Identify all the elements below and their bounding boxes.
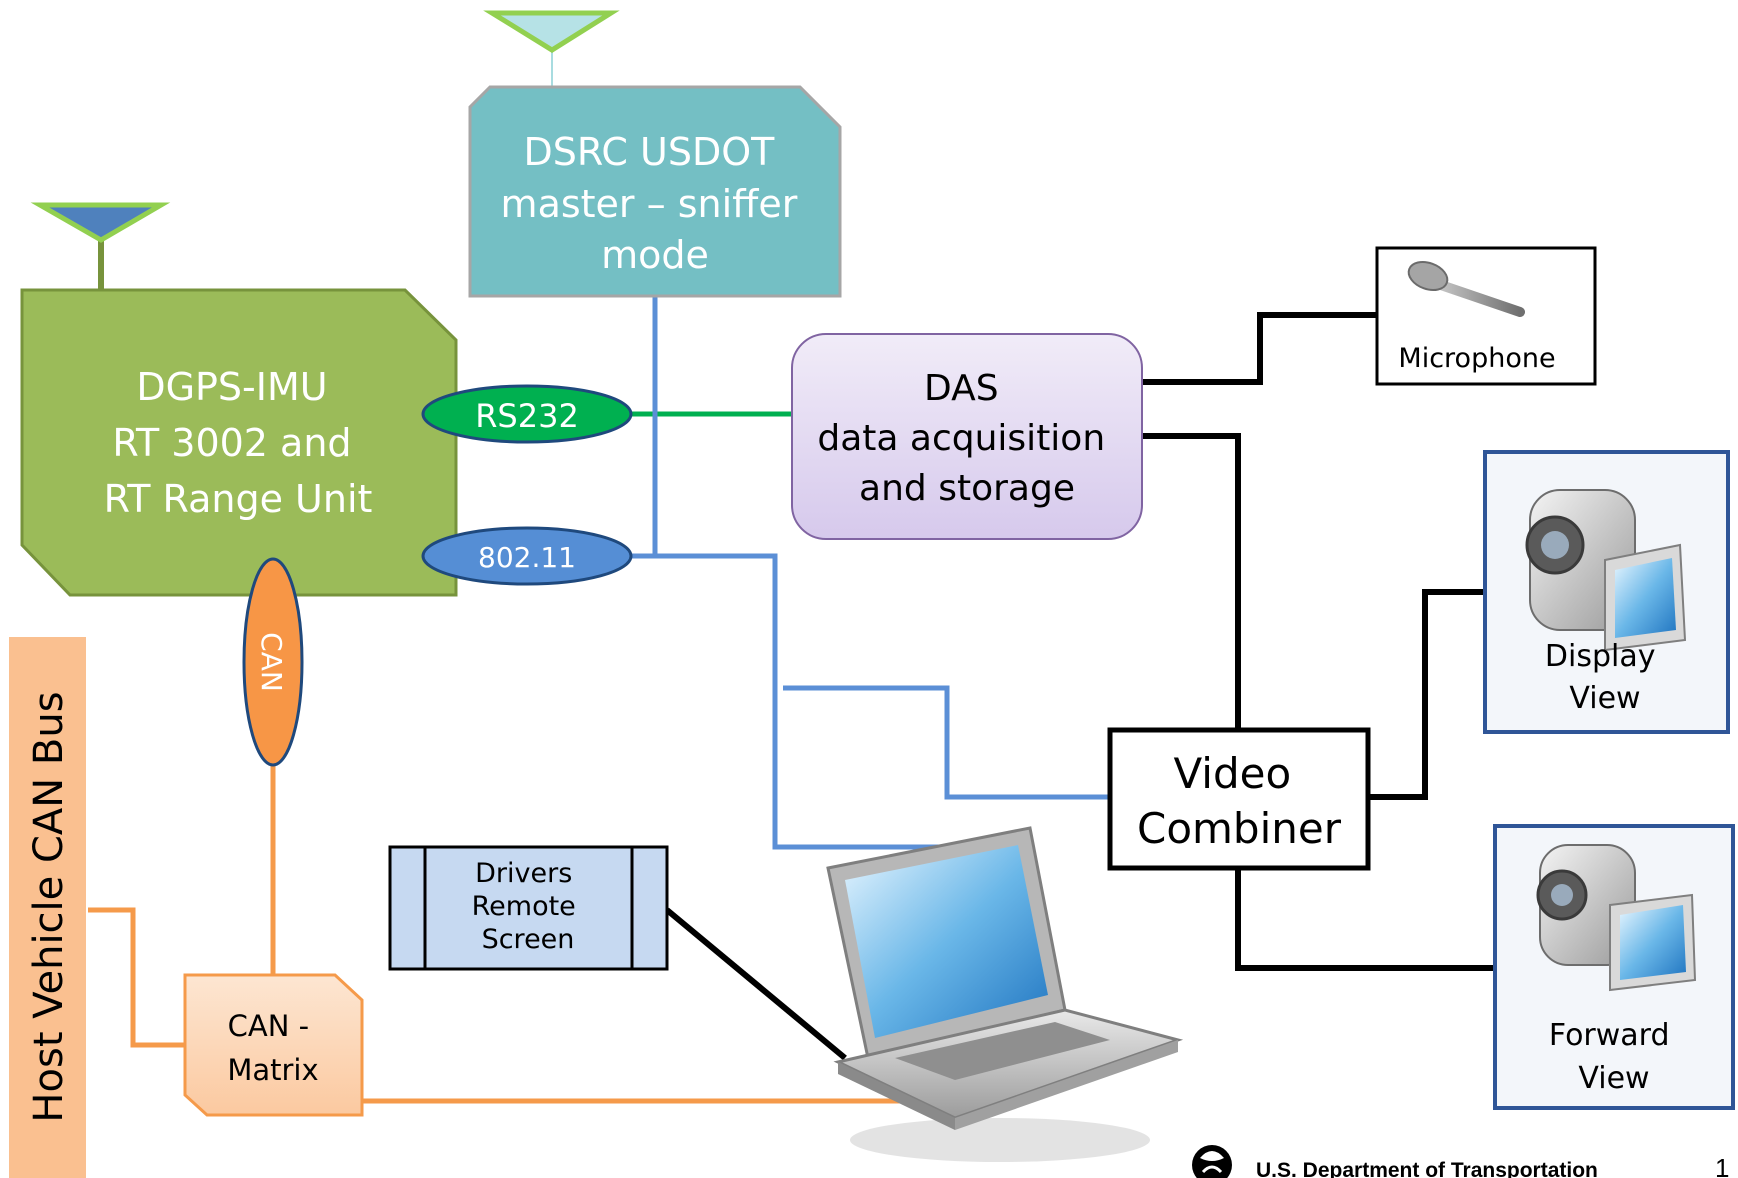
video-combiner: Video Combiner (1107, 727, 1371, 871)
dgps-label-2: RT 3002 and (112, 421, 351, 465)
video-combiner-label-2: Combiner (1137, 804, 1342, 853)
can-matrix: CAN - Matrix (183, 973, 364, 1117)
das-video-wire (1142, 433, 1241, 730)
drivers-screen-label-3: Screen (482, 924, 575, 955)
usdot-logo-icon (1192, 1145, 1232, 1178)
dgps-unit: DGPS-IMU RT 3002 and RT Range Unit (20, 288, 458, 597)
display-camera-box: Display View (1483, 450, 1730, 734)
video-forward-wire (1235, 868, 1495, 971)
can-bus: Host Vehicle CAN Bus (9, 637, 86, 1178)
wifi-port: 802.11 (421, 526, 633, 586)
microphone-box: Microphone (1375, 246, 1597, 386)
display-view-label-2: View (1569, 681, 1640, 716)
forward-camera-box: Forward View (1493, 824, 1735, 1110)
das-unit: DAS data acquisition and storage (791, 333, 1143, 540)
forward-view-label-1: Forward (1549, 1018, 1670, 1053)
microphone-icon (1407, 260, 1525, 317)
svg-text:Drivers Remote Scr: Drivers Remote Screen (472, 858, 585, 955)
rs232-label: RS232 (475, 397, 579, 435)
svg-text:DSRC USDOT master – snif: DSRC USDOT master – sniffer mode (501, 130, 810, 277)
footer: U.S. Department of Transportation 1 (1192, 1145, 1729, 1178)
dsrc-label-1: DSRC USDOT (524, 130, 776, 174)
can-port: CAN (242, 557, 304, 767)
video-combiner-label-1: Video (1173, 749, 1291, 798)
usdot-text: U.S. Department of Transportation (1256, 1159, 1598, 1178)
dgps-label-3: RT Range Unit (104, 477, 373, 521)
drivers-screen-label-2: Remote (472, 891, 576, 922)
wires (88, 296, 1495, 1104)
wifi-laptop-wire (655, 553, 945, 850)
dsrc-wire (630, 296, 658, 559)
das-label-3: and storage (859, 468, 1075, 509)
wifi-label: 802.11 (478, 541, 576, 574)
drivers-remote-screen: Drivers Remote Screen (388, 845, 669, 971)
screen-laptop-wire (665, 907, 847, 1061)
display-camera-icon (1525, 489, 1687, 652)
svg-text:DGPS-IMU RT 3002 and: DGPS-IMU RT 3002 and RT Range Unit (104, 365, 373, 521)
dsrc-unit: DSRC USDOT master – sniffer mode (468, 85, 842, 298)
can-matrix-label-1: CAN - (228, 1009, 309, 1043)
laptop-icon (826, 826, 1184, 1162)
can-matrix-label-2: Matrix (227, 1053, 318, 1087)
page-number: 1 (1715, 1153, 1729, 1178)
forward-camera-icon (1536, 844, 1697, 992)
dgps-label-1: DGPS-IMU (136, 365, 327, 409)
dsrc-label-2: master – sniffer (501, 182, 798, 226)
rs232-port: RS232 (421, 384, 633, 444)
wifi-video-wire (783, 685, 1110, 800)
drivers-screen-label-1: Drivers (475, 858, 572, 889)
svg-text:DAS data acquisition: DAS data acquisition and storage (817, 368, 1116, 509)
microphone-label: Microphone (1398, 343, 1555, 374)
video-display-wire (1368, 589, 1485, 800)
forward-view-label-2: View (1578, 1061, 1649, 1096)
das-mic-wire (1142, 312, 1378, 385)
can-bus-label: Host Vehicle CAN Bus (26, 691, 72, 1122)
das-label-2: data acquisition (817, 418, 1105, 459)
dsrc-label-3: mode (601, 233, 709, 277)
svg-text:CAN - Matrix: CAN - Matrix (227, 1009, 318, 1087)
svg-text:Display View: Display View (1545, 639, 1665, 716)
svg-text:Forward View: Forward View (1549, 1018, 1679, 1096)
display-view-label-1: Display (1545, 639, 1656, 674)
can-port-label: CAN (255, 632, 288, 692)
svg-text:Video Combiner: Video Combiner (1137, 749, 1342, 853)
canbus-wire (88, 907, 185, 1048)
das-label-1: DAS (924, 368, 999, 409)
